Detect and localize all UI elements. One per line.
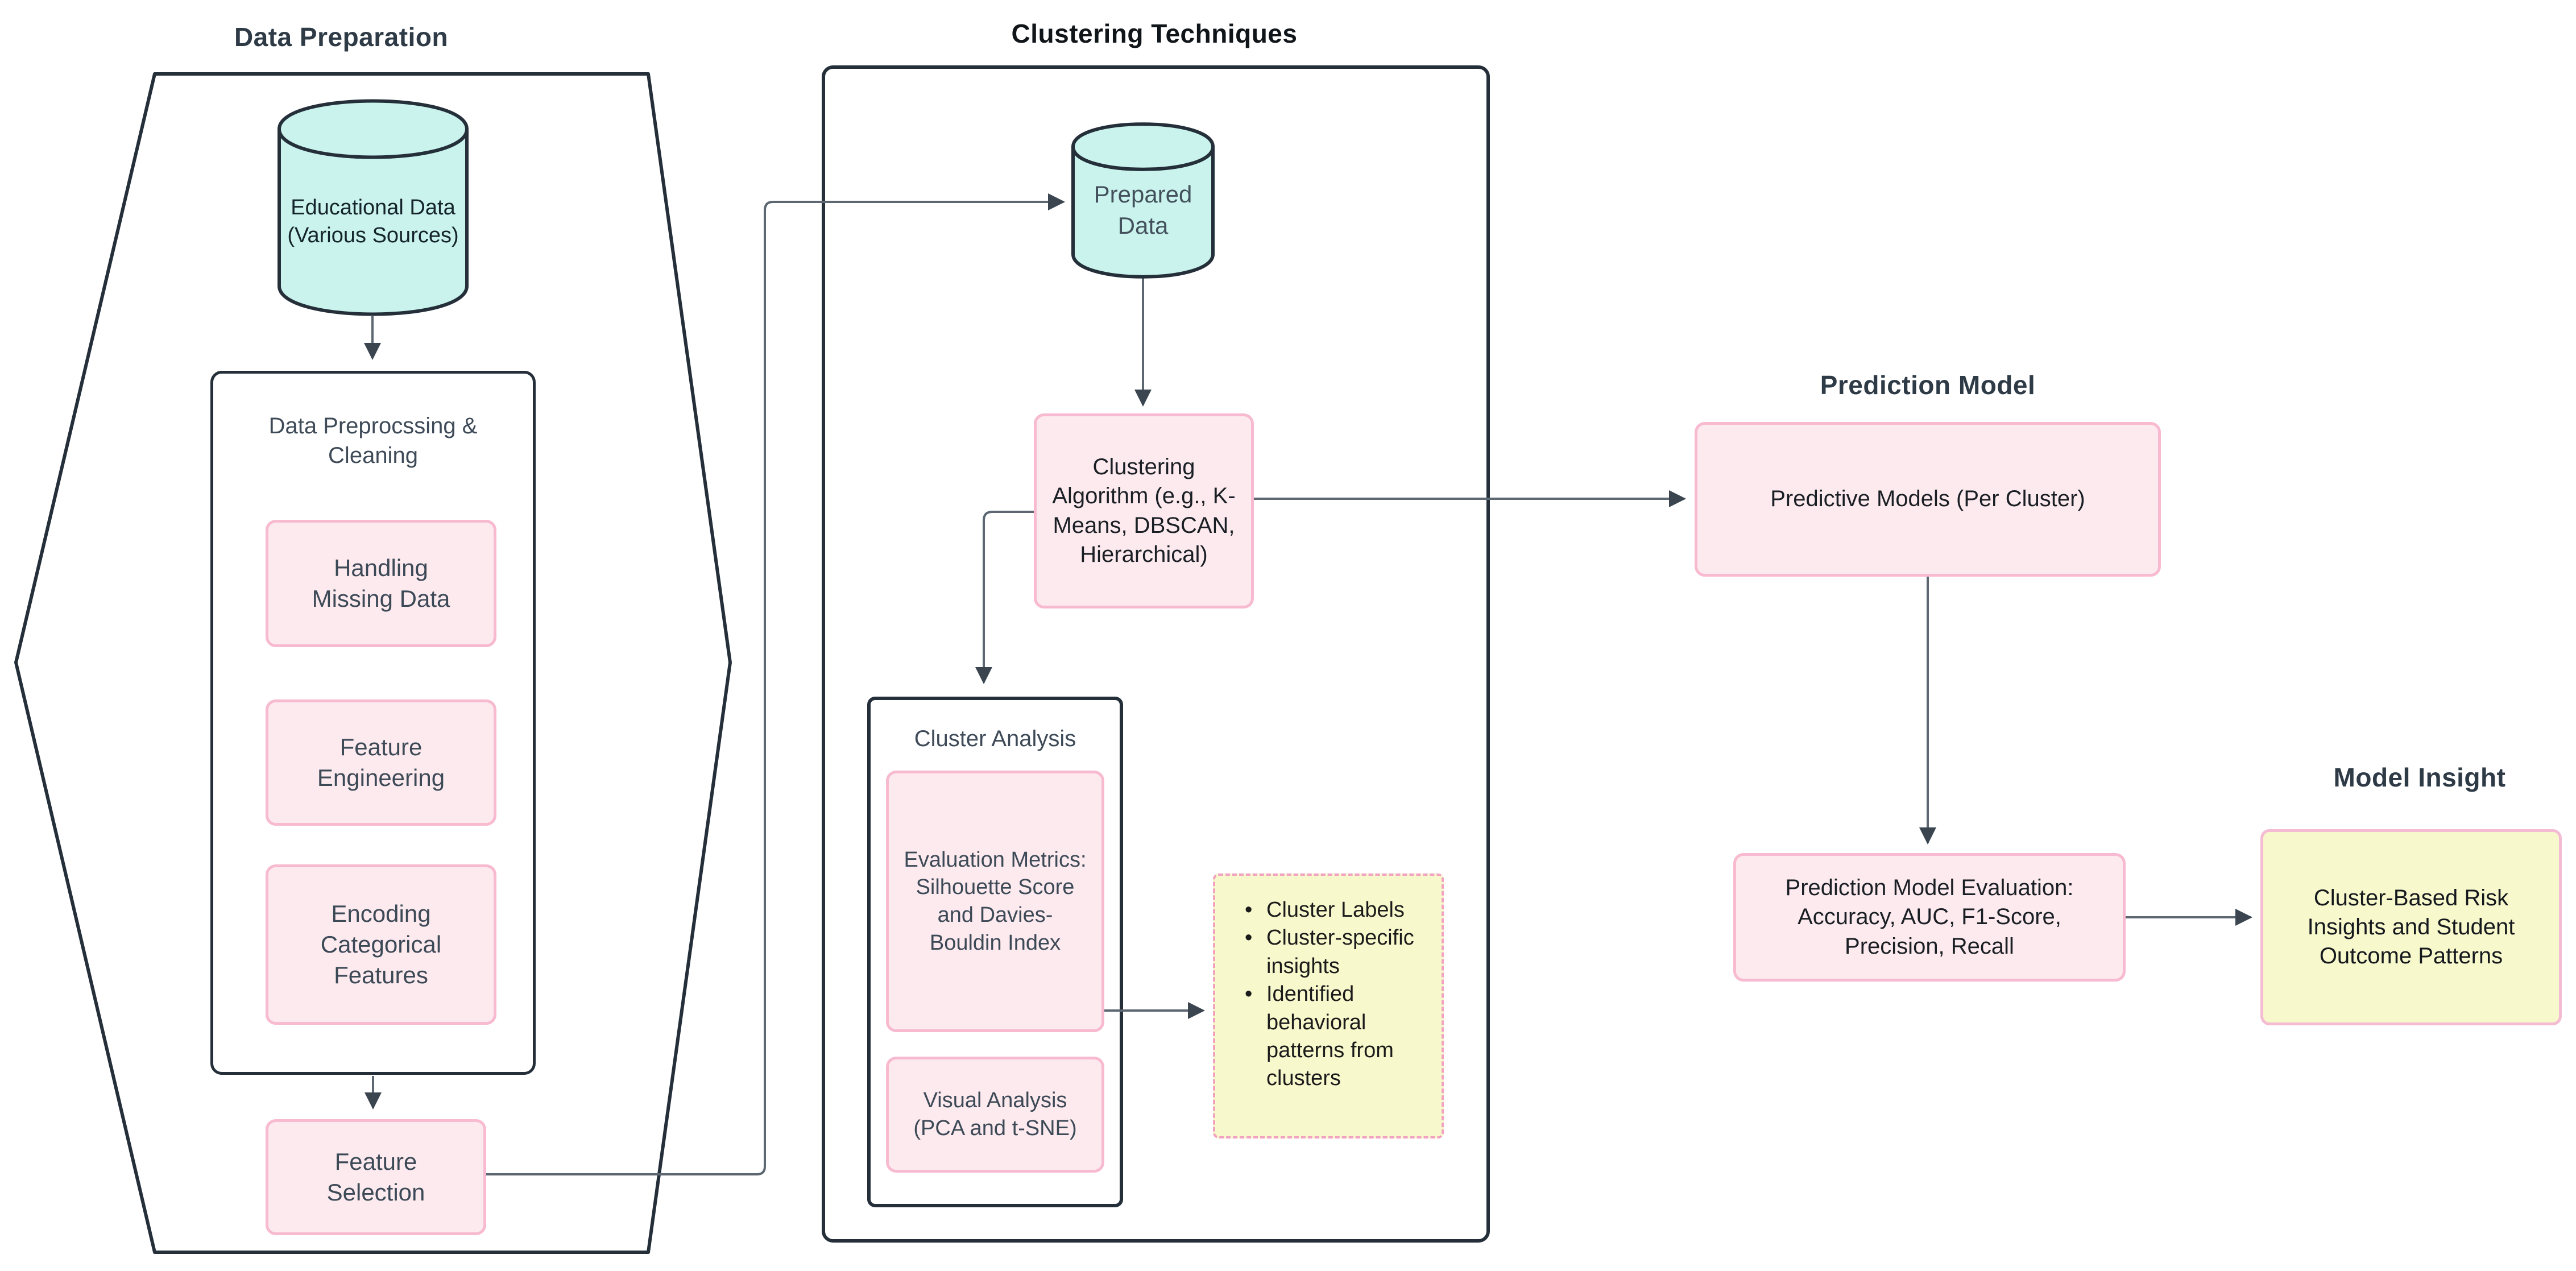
cluster-outputs-item: Cluster-specific insights — [1237, 924, 1430, 980]
section-title-data-preparation: Data Preparation — [234, 22, 449, 52]
cluster-outputs-item: Identified behavioral patterns from clus… — [1237, 980, 1430, 1093]
section-title-clustering-techniques: Clustering Techniques — [1011, 19, 1298, 48]
node-predictive-models: Predictive Models (Per Cluster) — [1695, 422, 2161, 577]
node-encoding-categorical-features: Encoding Categorical Features — [266, 864, 496, 1025]
cluster-outputs-list: Cluster Labels Cluster-specific insights… — [1215, 876, 1442, 1093]
node-evaluation-metrics: Evaluation Metrics: Silhouette Score and… — [886, 771, 1104, 1032]
cluster-outputs-item: Cluster Labels — [1237, 896, 1430, 925]
node-clustering-algorithm: Clustering Algorithm (e.g., K-Means, DBS… — [1034, 413, 1254, 608]
cluster-outputs-note: Cluster Labels Cluster-specific insights… — [1213, 873, 1444, 1138]
section-title-model-insight: Model Insight — [2333, 763, 2506, 792]
node-feature-selection: Feature Selection — [266, 1119, 486, 1235]
section-title-prediction-model: Prediction Model — [1820, 370, 2036, 400]
node-handling-missing-data: Handling Missing Data — [266, 520, 496, 647]
data-preprocessing-cleaning-label: Data Preprocssing & Cleaning — [268, 413, 478, 468]
node-prediction-model-evaluation: Prediction Model Evaluation: Accuracy, A… — [1733, 853, 2126, 982]
educational-data-label: Educational Data (Various Sources) — [287, 195, 459, 247]
node-visual-analysis: Visual Analysis (PCA and t-SNE) — [886, 1057, 1104, 1173]
cluster-analysis-label: Cluster Analysis — [914, 726, 1076, 751]
prepared-data-label: Prepared Data — [1094, 181, 1192, 239]
node-model-insight: Cluster-Based Risk Insights and Student … — [2260, 829, 2562, 1025]
node-feature-engineering: Feature Engineering — [266, 699, 496, 826]
